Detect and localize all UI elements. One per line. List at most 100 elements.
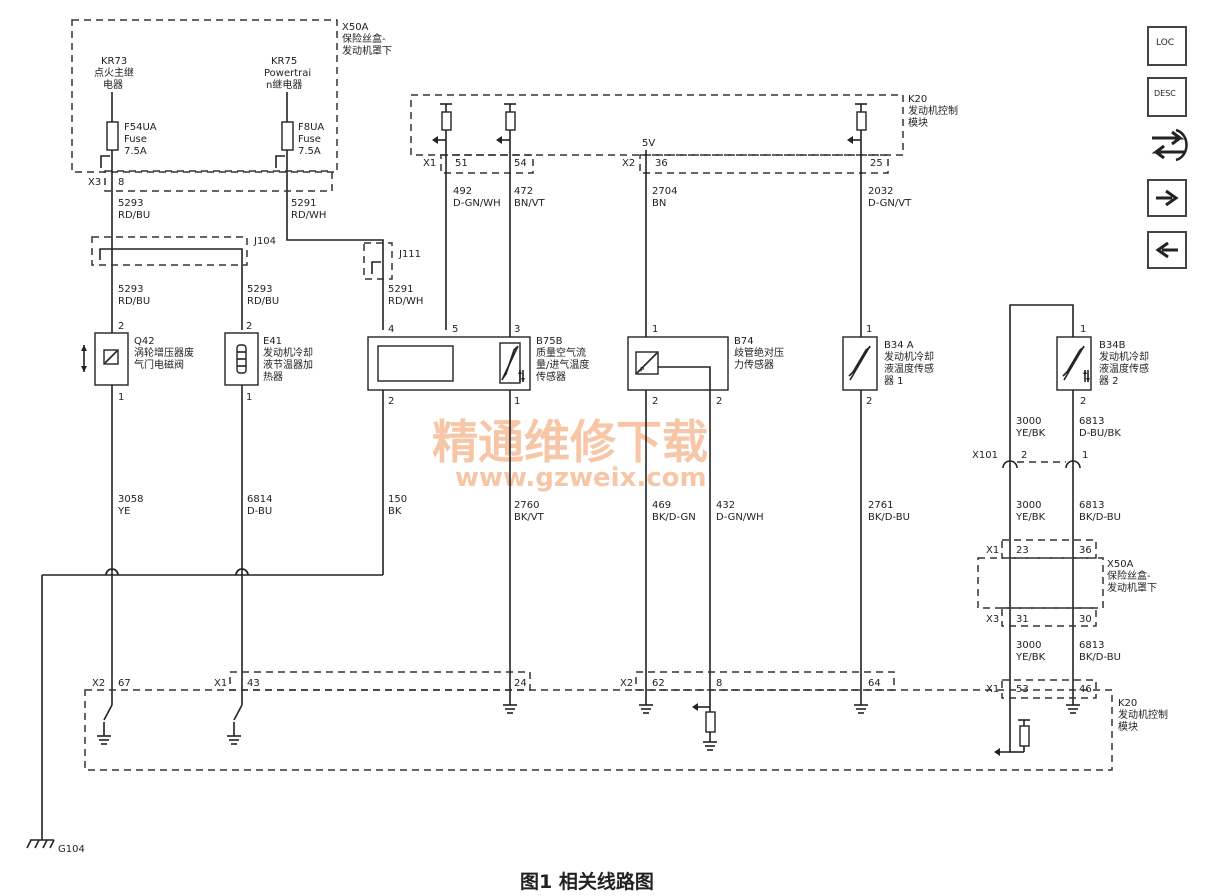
wire-3000c-color: YE/BK: [1015, 652, 1046, 663]
connector-x2-mid-label: X2: [620, 678, 633, 689]
wire-472-num: 472: [514, 186, 533, 197]
b74-ref: B74: [734, 336, 754, 347]
splice-j104-outline: [91, 236, 248, 266]
x101-pin2-icon: [1002, 460, 1018, 469]
pin-b75-2: 2: [388, 396, 394, 407]
location-button-label: LOC: [1156, 38, 1174, 48]
pin-b75-5: 5: [452, 324, 458, 335]
wire-6813a-num: 6813: [1079, 416, 1104, 427]
splice-j104-label: J104: [253, 236, 276, 247]
prev-page-button[interactable]: [1147, 231, 1187, 269]
fuse-f8ua-ref: F8UA: [298, 122, 324, 133]
wire-5293c-num: 5293: [247, 284, 272, 295]
b75b-ref: B75B: [536, 336, 563, 347]
pin-e41-2: 2: [246, 321, 252, 332]
splice-j111-label: J111: [398, 249, 421, 260]
watermark-url: www.gzweix.com: [455, 463, 707, 493]
ecm-resistor-8-icon: [692, 703, 717, 751]
b34b-line3: 器 2: [1099, 375, 1119, 387]
x101-pin1-icon: [1065, 460, 1081, 469]
ecm-bottom-ref: K20: [1118, 698, 1137, 709]
connector-x1-right-label: X1: [986, 545, 999, 556]
arrow-right-icon: [1156, 189, 1179, 207]
swap-arrows-icon[interactable]: [1151, 128, 1188, 162]
wire-469-color: BK/D-GN: [652, 512, 696, 523]
wire-5291b-num: 5291: [388, 284, 413, 295]
watermark-title: 精通维修下载: [432, 415, 708, 469]
svg-text:P: P: [640, 366, 644, 374]
ground-g104-label: G104: [58, 844, 85, 855]
b34a-line3: 器 1: [884, 375, 904, 387]
fuse-block-desc1: 保险丝盒-: [342, 32, 386, 45]
pin-q42-1: 1: [118, 392, 124, 403]
relay-kr75-terminal-icon: [275, 155, 285, 168]
ecm-resistor-25-icon: [847, 103, 867, 144]
wire-5293-num: 5293: [118, 198, 143, 209]
pin-x1-51: 51: [455, 158, 468, 169]
relay-kr73-ref: KR73: [101, 56, 127, 67]
wire-6814-color: D-BU: [247, 506, 272, 517]
fuse-f8ua-amp: 7.5A: [298, 146, 321, 157]
fuse-f54ua-type: Fuse: [124, 134, 147, 145]
ground-g104-icon: [26, 839, 55, 849]
ecm-top-desc1: 发动机控制: [908, 104, 958, 117]
pin-x3-31: 31: [1016, 614, 1029, 625]
wire-3058-num: 3058: [118, 494, 143, 505]
wire-3058-color: YE: [117, 506, 130, 517]
pin-46: 46: [1079, 684, 1092, 695]
b74-line2: 力传感器: [734, 358, 774, 371]
pin-q42-2: 2: [118, 321, 124, 332]
fuse-block-outline: [71, 19, 338, 173]
description-button[interactable]: DESC: [1147, 77, 1187, 117]
ground-64-icon: [854, 704, 868, 714]
e41-ref: E41: [263, 336, 282, 347]
thermistor-b34a-icon: [848, 345, 871, 381]
pin-x101-1: 1: [1082, 450, 1088, 461]
relay-kr73-line2: 电器: [103, 78, 123, 91]
b74-line1: 歧管绝对压: [734, 346, 784, 359]
wire-5291-num: 5291: [291, 198, 316, 209]
wire-5291-color: RD/WH: [291, 210, 326, 221]
pin-x3-8: 8: [118, 177, 124, 188]
pin-b34b-2: 2: [1080, 396, 1086, 407]
pin-b74-2b: 2: [716, 396, 722, 407]
fuse-f54ua-icon: [106, 121, 119, 151]
fuse-f8ua-type: Fuse: [298, 134, 321, 145]
driver-switch-q42-icon: [97, 704, 113, 745]
ground-62-icon: [639, 704, 653, 714]
pin-b74-1: 1: [652, 324, 658, 335]
wire-2760-num: 2760: [514, 500, 539, 511]
wire-3000a-color: YE/BK: [1015, 428, 1046, 439]
b34b-line1: 发动机冷却: [1099, 350, 1149, 363]
b34b-line2: 液温度传感: [1099, 362, 1149, 375]
pin-8: 8: [716, 678, 722, 689]
pin-x1-25: 25: [870, 158, 883, 169]
pin-64: 64: [868, 678, 881, 689]
e41-line2: 液节温器加: [263, 358, 313, 371]
wire-5293c-color: RD/BU: [247, 296, 279, 307]
wire-6813c-num: 6813: [1079, 640, 1104, 651]
ecm-resistor-54-icon: [496, 103, 516, 144]
fuse-block-right-outline: [977, 557, 1104, 609]
pin-x1-23: 23: [1016, 545, 1029, 556]
b34b-ref: B34B: [1099, 340, 1126, 351]
next-page-button[interactable]: [1147, 179, 1187, 217]
wire-5293b-num: 5293: [118, 284, 143, 295]
wire-469-num: 469: [652, 500, 671, 511]
pin-x2-67: 67: [118, 678, 131, 689]
ecm-bottom-desc1: 发动机控制: [1118, 708, 1168, 721]
fuse-f8ua-icon: [281, 121, 294, 151]
pin-e41-1: 1: [246, 392, 252, 403]
pin-x2-62: 62: [652, 678, 665, 689]
wire-6813b-color: BK/D-BU: [1079, 512, 1121, 523]
pin-b34a-1: 1: [866, 324, 872, 335]
connector-x1-label: X1: [423, 158, 436, 169]
relay-kr75-line1: Powertrai: [264, 68, 311, 79]
b34a-line2: 液温度传感: [884, 362, 934, 375]
location-button[interactable]: LOC: [1147, 26, 1187, 66]
fuse-block-right-desc2: 发动机罩下: [1107, 581, 1157, 594]
wire-2761-color: BK/D-BU: [868, 512, 910, 523]
fuse-block-right-ref: X50A: [1107, 559, 1134, 570]
pin-x1-53: 53: [1016, 684, 1029, 695]
wire-492-color: D-GN/WH: [453, 198, 501, 209]
